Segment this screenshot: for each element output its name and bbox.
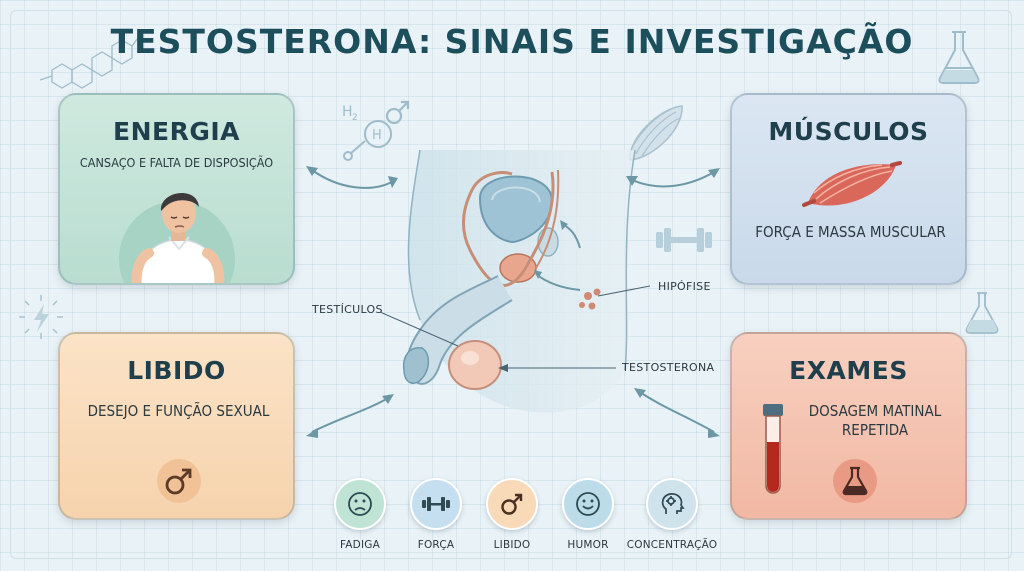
icon-item-humor: HUMOR (548, 478, 628, 551)
muscle-icon (802, 161, 902, 207)
label-testiculos: TESTÍCULOS (312, 303, 383, 316)
page-title: TESTOSTERONA: SINAIS E INVESTIGAÇÃO (110, 22, 914, 61)
brain-head-icon (646, 478, 698, 530)
icon-label-humor: HUMOR (567, 539, 609, 551)
icon-item-concentracao: CONCENTRAÇÃO (624, 478, 720, 551)
flask-icon-small (965, 292, 999, 334)
svg-text:H: H (372, 128, 382, 143)
energia-card: ENERGIA CANSAÇO E FALTA DE DISPOSIÇÃO (58, 93, 295, 285)
libido-title: LIBIDO (127, 356, 226, 385)
icon-label-forca: FORÇA (417, 539, 455, 551)
exames-title: EXAMES (789, 356, 908, 385)
label-testosterona: TESTOSTERONA (622, 361, 715, 374)
label-hipofise: HIPÓFISE (658, 280, 711, 293)
musculos-card: MÚSCULOS FORÇA E MASSA MUSCULAR (730, 93, 967, 285)
sad-face-icon (334, 478, 386, 530)
blood-tube-icon (763, 404, 783, 494)
lab-flask-icon (833, 459, 877, 503)
svg-text:2: 2 (352, 113, 358, 123)
icon-item-fadiga: FADIGA (320, 478, 400, 551)
male-anatomy-diagram (380, 150, 650, 413)
h2-male-molecule-icon: H 2 H (342, 100, 410, 161)
dumbbell-bg-icon (656, 228, 712, 252)
musculos-desc: FORÇA E MASSA MUSCULAR (755, 223, 946, 241)
energia-title: ENERGIA (113, 117, 240, 146)
tired-man-icon (119, 193, 235, 283)
energia-desc: CANSAÇO E FALTA DE DISPOSIÇÃO (79, 155, 274, 170)
flask-icon (938, 31, 980, 84)
icon-label-libido: LIBIDO (493, 539, 531, 551)
dumbbell-icon (410, 478, 462, 530)
molecule-icon (39, 37, 139, 89)
exames-desc: DOSAGEM MATINAL REPETIDA (808, 402, 942, 439)
male-symbol-icon (157, 459, 201, 503)
male-symbol-icon (486, 478, 538, 530)
arrow-energia (311, 169, 393, 189)
arrow-exames (639, 391, 715, 433)
icon-label-concentracao: CONCENTRAÇÃO (626, 539, 718, 551)
bottom-icons-row: FADIGA FORÇA LIBIDO HUMOR CONCENTRAÇÃO (330, 478, 730, 558)
icon-label-fadiga: FADIGA (340, 539, 380, 551)
musculos-title: MÚSCULOS (768, 117, 929, 146)
arrow-libido (311, 397, 389, 433)
svg-text:H: H (342, 104, 353, 120)
libido-desc: DESEJO E FUNÇÃO SEXUAL (87, 402, 270, 420)
smile-face-icon (562, 478, 614, 530)
exames-card: EXAMES DOSAGEM MATINAL REPETIDA (730, 332, 967, 520)
icon-item-forca: FORÇA (396, 478, 476, 551)
libido-card: LIBIDO DESEJO E FUNÇÃO SEXUAL (58, 332, 295, 520)
lightning-icon (19, 295, 63, 339)
muscle-fiber-icon (629, 105, 683, 161)
icon-item-libido: LIBIDO (472, 478, 552, 551)
arrow-musculos (631, 171, 715, 188)
outer-frame (10, 10, 1012, 559)
